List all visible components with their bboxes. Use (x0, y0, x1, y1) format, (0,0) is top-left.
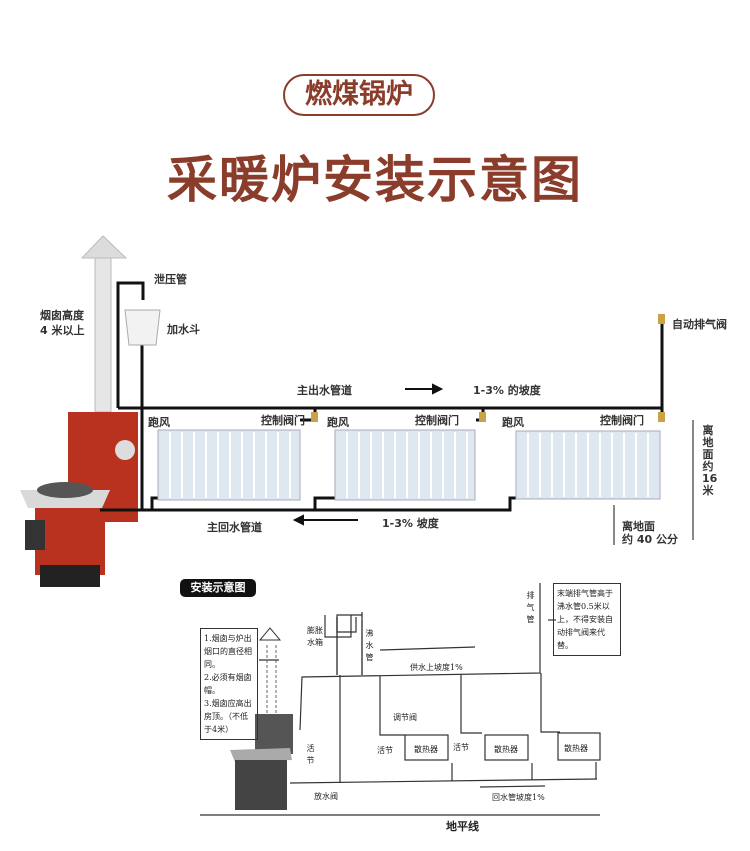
arrows (292, 383, 694, 545)
radiators (157, 429, 661, 501)
chimney-notes: 1.烟囱与炉出烟口的直径相同。 2.必须有烟囱帽。 3.烟囱应高出房顶。（不低于… (200, 628, 258, 740)
note-3: 3.烟囱应高出房顶。（不低于4米） (204, 699, 252, 734)
exhaust-note: 末端排气管高于沸水管0.5米以上，不得安装自动排气阀来代替。 (553, 583, 621, 656)
schematic-lines (200, 583, 601, 816)
return-slope-label: 回水管坡度1% (492, 793, 545, 802)
schematic-boiler (230, 714, 293, 810)
drain-valve-label: 放水阀 (314, 792, 338, 801)
exhaust-pipe-label: 排气管 (526, 591, 535, 624)
boiler (20, 412, 138, 587)
relief-pipe-label: 泄压管 (154, 273, 187, 286)
note-2: 2.必须有烟囱帽。 (204, 673, 252, 695)
control-valve-label-3: 控制阀门 (600, 414, 644, 427)
filler-funnel (124, 309, 161, 346)
main-supply-label: 主出水管道 (297, 384, 352, 397)
chimney-height-label-2: 4 米以上 (40, 324, 85, 337)
valve-icons (311, 314, 665, 422)
return-slope-label: 1-3% 坡度 (382, 517, 439, 530)
radiator-label-2: 散热器 (494, 745, 518, 754)
filler-funnel-label: 加水斗 (167, 323, 200, 336)
height-40-label-2: 约 40 公分 (622, 533, 678, 546)
union-label-2: 活节 (453, 743, 469, 752)
install-diagram-badge: 安装示意图 (180, 579, 256, 597)
control-valve-label-1: 控制阀门 (261, 414, 305, 427)
pipes (100, 281, 664, 512)
regulating-valve-label: 调节阀 (393, 713, 417, 722)
product-badge: 燃煤锅炉 (283, 74, 435, 116)
radiator-fins (169, 432, 649, 498)
note-1: 1.烟囱与炉出烟口的直径相同。 (204, 634, 252, 669)
radiator-label-3: 散热器 (564, 744, 588, 753)
supply-slope-label: 1-3% 的坡度 (473, 384, 541, 397)
vent-label-3: 跑风 (502, 416, 524, 429)
supply-slope-label: 供水上坡度1% (410, 663, 463, 672)
chimney-cap-icon (258, 627, 282, 641)
control-valve-label-2: 控制阀门 (415, 414, 459, 427)
height-16-label: 离地面约16米 (702, 424, 718, 497)
expansion-tank-label-1: 膨胀 (307, 626, 323, 635)
chimney-dashed (266, 645, 277, 715)
union-label-3: 活节 (306, 744, 315, 765)
chimney-height-label-1: 烟囱高度 (40, 309, 84, 322)
expansion-tank-label-2: 水箱 (307, 638, 323, 647)
auto-air-valve-label: 自动排气阀 (672, 318, 727, 331)
vent-label-1: 跑风 (148, 416, 170, 429)
vent-label-2: 跑风 (327, 416, 349, 429)
ground-line-label: 地平线 (446, 820, 479, 833)
boil-pipe-label: 沸水管 (365, 629, 374, 662)
radiator-label-1: 散热器 (414, 745, 438, 754)
union-label-1: 活节 (377, 746, 393, 755)
page-title: 采暖炉安装示意图 (167, 151, 583, 209)
height-40-label-1: 离地面 (622, 520, 655, 533)
main-return-label: 主回水管道 (207, 521, 262, 534)
